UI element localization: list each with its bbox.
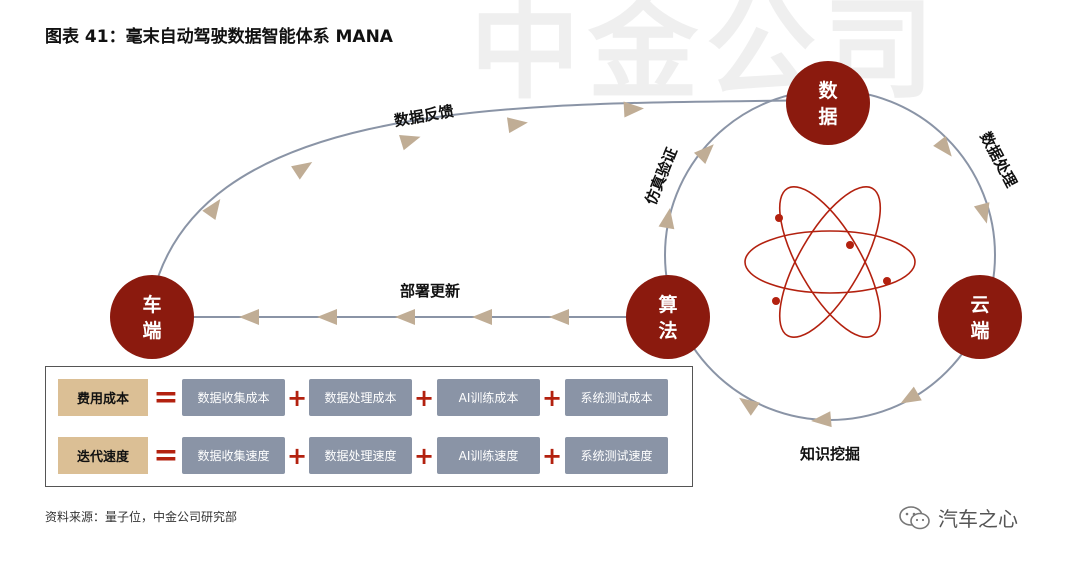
label-data-feedback: 数据反馈 (393, 102, 455, 130)
node-cloud-line1: 云 (970, 294, 989, 316)
arrow (202, 194, 227, 220)
arrow (896, 386, 922, 411)
brand: 汽车之心 (898, 503, 1018, 532)
source-note: 资料来源：量子位，中金公司研究部 (45, 510, 238, 524)
node-data: 数 据 (786, 61, 870, 145)
label-data-processing: 数据处理 (976, 129, 1020, 190)
plus-sign: + (541, 383, 563, 412)
formula-box: 费用成本 = 数据收集成本 + 数据处理成本 + AI训练成本 + 系统测试成本… (45, 366, 693, 487)
node-algorithm: 算 法 (626, 275, 710, 359)
formula-label: 费用成本 (58, 379, 148, 416)
formula-term: 数据收集速度 (182, 437, 285, 474)
node-car: 车 端 (110, 275, 194, 359)
arrow (658, 206, 678, 230)
arrow (395, 309, 415, 325)
node-car-line2: 端 (142, 319, 161, 342)
equals-sign: = (153, 437, 179, 473)
atom-icon (744, 185, 916, 339)
arrow (506, 114, 530, 134)
formula-term: 数据收集成本 (182, 379, 285, 416)
feedback-line (151, 99, 829, 299)
plus-sign: + (541, 441, 563, 470)
arrow (693, 138, 720, 165)
electrons (772, 214, 891, 305)
brand-name: 汽车之心 (938, 507, 1018, 531)
label-knowledge-mining: 知识挖掘 (800, 445, 860, 463)
arrow (472, 309, 492, 325)
equals-sign: = (153, 379, 179, 415)
formula-term: 数据处理速度 (309, 437, 412, 474)
arrow (933, 135, 959, 162)
arrow (734, 391, 760, 416)
node-algorithm-line2: 法 (658, 319, 677, 342)
formula-term: 系统测试速度 (565, 437, 668, 474)
node-algorithm-line1: 算 (658, 293, 677, 316)
label-deploy-update: 部署更新 (400, 282, 460, 300)
formula-term: 系统测试成本 (565, 379, 668, 416)
arrow (549, 309, 569, 325)
node-data-line2: 据 (818, 105, 837, 128)
formula-label: 迭代速度 (58, 437, 148, 474)
plus-sign: + (413, 441, 435, 470)
wechat-icon (899, 505, 930, 529)
arrow (239, 309, 259, 325)
formula-term: AI训练成本 (437, 379, 540, 416)
arrow (317, 309, 337, 325)
formula-term: 数据处理成本 (309, 379, 412, 416)
arrow (399, 129, 423, 151)
plus-sign: + (286, 441, 308, 470)
figure-title: 图表 41：毫末自动驾驶数据智能体系 MANA (45, 27, 393, 47)
plus-sign: + (413, 383, 435, 412)
formula-term: AI训练速度 (437, 437, 540, 474)
node-data-line1: 数 (818, 79, 838, 102)
node-cloud-line2: 端 (970, 319, 989, 342)
node-car-line1: 车 (142, 293, 161, 316)
arrow (291, 155, 317, 180)
arrow (810, 411, 832, 429)
plus-sign: + (286, 383, 308, 412)
node-cloud: 云 端 (938, 275, 1022, 359)
